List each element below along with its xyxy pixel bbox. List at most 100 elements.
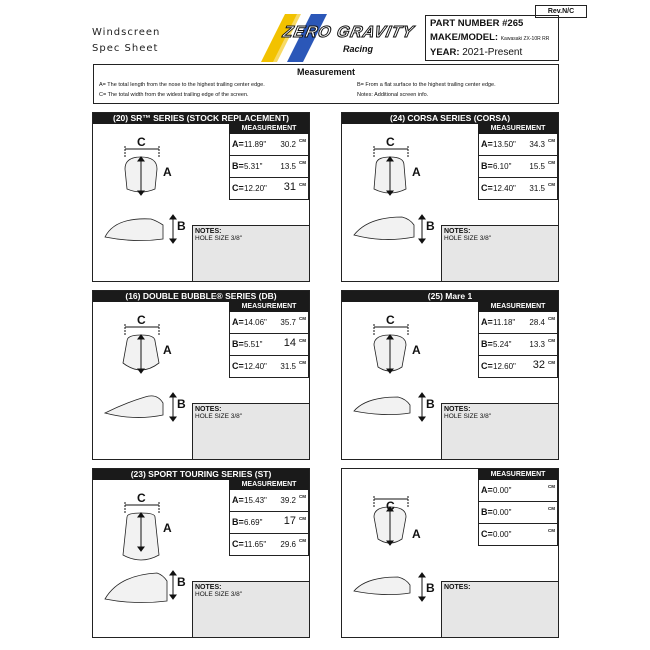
measurement-legend: Measurement A= The total length from the… [93, 64, 559, 104]
measurement-cm-c: 29.6 [280, 540, 296, 549]
screen-panel-1: (20) SR™ SERIES (STOCK REPLACEMENT) MEAS… [92, 112, 310, 282]
measurement-inches-a: 11.18" [493, 318, 516, 327]
notes-label: NOTES: [195, 228, 222, 235]
measurement-inches-c: 0.00" [493, 530, 512, 539]
legend-b-definition: B= From a flat surface to the highest tr… [357, 82, 496, 88]
dimension-label-a: A [163, 343, 172, 357]
sheet-title-line1: Windscreen [92, 27, 161, 38]
legend-notes-definition: Notes: Additional screen info. [357, 92, 429, 98]
notes-box: NOTES: HOLE SIZE 3/8" [192, 225, 309, 281]
measurement-row-b: B= 5.31" 13.5 CM [229, 156, 309, 178]
front-view-diagram [373, 496, 409, 546]
side-view-diagram [353, 392, 426, 422]
cm-unit: CM [299, 160, 306, 165]
measurement-inches-b: 6.10" [493, 162, 512, 171]
measurement-key-c: C= [232, 539, 244, 549]
measurement-row-b: B= 6.10" 15.5 CM [478, 156, 558, 178]
dimension-label-c: C [386, 135, 395, 149]
measurement-row-a: A= 0.00" CM [478, 480, 558, 502]
measurement-key-c: C= [481, 361, 493, 371]
measurement-cm-b: 15.5 [529, 162, 545, 171]
year-label: YEAR: [430, 47, 460, 58]
side-view-diagram [353, 572, 426, 602]
front-view-diagram [373, 146, 409, 196]
sheet-title: Windscreen Spec Sheet [92, 25, 160, 57]
make-model-label: MAKE/MODEL: [430, 32, 499, 43]
dimension-label-a: A [412, 343, 421, 357]
dimension-label-b: B [426, 581, 435, 595]
measurement-cm-a: 28.4 [529, 318, 545, 327]
measurement-inches-b: 0.00" [493, 508, 512, 517]
front-view-diagram [373, 324, 409, 374]
measurement-cm-b: 13.5 [280, 162, 296, 171]
measurement-cm-a: 30.2 [280, 140, 296, 149]
measurement-key-b: B= [481, 161, 493, 171]
dimension-label-b: B [426, 219, 435, 233]
panel-title: (16) DOUBLE BUBBLE® SERIES (DB) [93, 291, 309, 302]
notes-box: NOTES: HOLE SIZE 3/8" [192, 581, 309, 637]
measurement-row-a: A= 13.50" 34.3 CM [478, 134, 558, 156]
panel-title: (23) SPORT TOURING SERIES (ST) [93, 469, 309, 480]
logo-subtext: Racing [343, 44, 374, 54]
measurement-cm-b: 17 [283, 515, 296, 527]
year-row: YEAR: 2021-Present [430, 46, 554, 60]
legend-c-definition: C= The total width from the widest trail… [99, 92, 249, 98]
sheet-title-line2: Spec Sheet [92, 43, 159, 54]
measurement-row-c: C= 0.00" CM [478, 524, 558, 546]
measurement-key-b: B= [481, 339, 493, 349]
measurement-row-c: C= 11.65" 29.6 CM [229, 534, 309, 556]
side-view-diagram [104, 570, 177, 603]
notes-label: NOTES: [195, 584, 222, 591]
measurement-key-a: A= [481, 485, 493, 495]
measurement-key-a: A= [481, 139, 493, 149]
logo-text: ZERO GRAVITY [281, 24, 416, 42]
cm-unit: CM [299, 138, 306, 143]
part-number-label: PART NUMBER [430, 18, 500, 29]
cm-unit: CM [299, 338, 306, 343]
measurement-row-b: B= 6.69" 17 CM [229, 512, 309, 534]
notes-box: NOTES: HOLE SIZE 3/8" [192, 403, 309, 459]
measurement-header: MEASUREMENT [229, 124, 309, 134]
cm-unit: CM [548, 506, 555, 511]
dimension-label-c: C [386, 313, 395, 327]
dimension-label-c: C [137, 135, 146, 149]
cm-unit: CM [548, 160, 555, 165]
year-value: 2021-Present [462, 47, 523, 58]
dimension-label-b: B [177, 219, 186, 233]
measurement-cm-c: 32 [532, 359, 545, 371]
notes-text: HOLE SIZE 3/8" [195, 413, 243, 420]
measurement-key-a: A= [232, 317, 244, 327]
cm-unit: CM [548, 182, 555, 187]
measurement-row-b: B= 5.51" 14 CM [229, 334, 309, 356]
measurement-cm-c: 31 [283, 181, 296, 193]
dimension-label-a: A [412, 527, 421, 541]
notes-label: NOTES: [195, 406, 222, 413]
measurement-row-a: A= 14.06" 35.7 CM [229, 312, 309, 334]
notes-box: NOTES: HOLE SIZE 3/8" [441, 225, 558, 281]
dimension-label-a: A [163, 521, 172, 535]
measurement-row-b: B= 5.24" 13.3 CM [478, 334, 558, 356]
notes-label: NOTES: [444, 584, 471, 591]
side-view-diagram [104, 214, 177, 244]
measurement-key-b: B= [481, 507, 493, 517]
measurement-row-c: C= 12.40" 31.5 CM [229, 356, 309, 378]
measurement-header: MEASUREMENT [229, 302, 309, 312]
measurement-key-a: A= [232, 495, 244, 505]
cm-unit: CM [299, 516, 306, 521]
measurement-inches-c: 11.65" [244, 540, 267, 549]
cm-unit: CM [299, 316, 306, 321]
measurement-header: MEASUREMENT [478, 124, 558, 134]
measurement-cm-c: 31.5 [529, 184, 545, 193]
measurement-cm-a: 35.7 [280, 318, 296, 327]
screen-panel-5: (23) SPORT TOURING SERIES (ST) MEASUREME… [92, 468, 310, 638]
measurement-cm-b: 14 [283, 337, 296, 349]
part-info-box: PART NUMBER #265 MAKE/MODEL: Kawasaki ZX… [425, 15, 559, 61]
cm-unit: CM [548, 484, 555, 489]
measurement-cm-a: 39.2 [280, 496, 296, 505]
measurement-row-c: C= 12.40" 31.5 CM [478, 178, 558, 200]
measurement-key-b: B= [232, 517, 244, 527]
measurement-inches-b: 5.31" [244, 162, 263, 171]
legend-a-definition: A= The total length from the nose to the… [99, 82, 265, 88]
screen-panel-4: (25) Mare 1 MEASUREMENT A= 11.18" 28.4 C… [341, 290, 559, 460]
cm-unit: CM [299, 494, 306, 499]
